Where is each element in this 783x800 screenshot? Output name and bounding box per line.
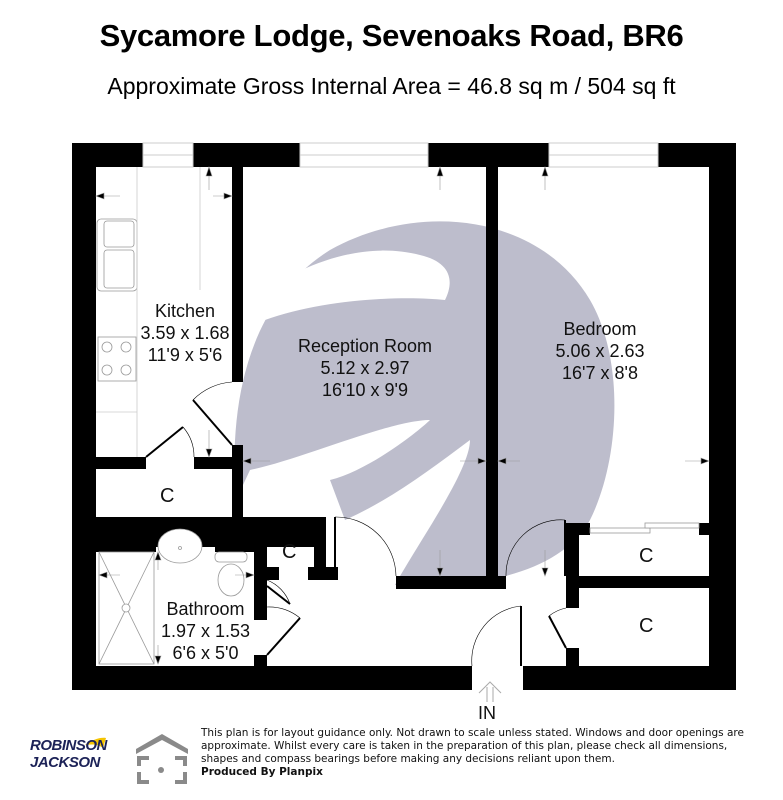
disclaimer: This plan is for layout guidance only. N… <box>201 727 761 779</box>
room-imperial: 6'6 x 5'0 <box>172 643 239 663</box>
windows <box>142 142 659 168</box>
room-label-bathroom: Bathroom 1.97 x 1.53 6'6 x 5'0 <box>148 598 263 664</box>
area-subtitle: Approximate Gross Internal Area = 46.8 s… <box>107 73 676 99</box>
interior-walls <box>96 167 709 666</box>
page-title: Sycamore Lodge, Sevenoaks Road, BR6 <box>99 18 684 53</box>
cupboard-label: C <box>160 485 175 507</box>
room-metric: 5.12 x 2.97 <box>320 358 410 378</box>
cupboard-label: C <box>639 545 654 567</box>
robinson-jackson-logo: ROBINSON JACKSON <box>30 737 120 771</box>
planpix-logo-icon <box>136 734 188 784</box>
room-imperial: 16'10 x 9'9 <box>322 380 408 400</box>
cupboard-label: C <box>282 541 297 563</box>
hob-icon <box>97 336 137 382</box>
swoosh-icon <box>85 737 106 748</box>
toilet-icon <box>214 551 248 597</box>
doors <box>145 381 567 667</box>
shower-tray-icon <box>98 551 155 665</box>
room-name: Reception Room <box>297 336 433 356</box>
room-label-reception: Reception Room 5.12 x 2.97 16'10 x 9'9 <box>270 335 460 401</box>
disclaimer-text: This plan is for layout guidance only. N… <box>201 727 744 765</box>
room-metric: 5.06 x 2.63 <box>555 341 645 361</box>
room-metric: 1.97 x 1.53 <box>160 621 251 641</box>
room-name: Kitchen <box>154 301 216 321</box>
outer-walls <box>72 143 736 690</box>
room-metric: 3.59 x 1.68 <box>140 323 230 343</box>
logo-line-2: JACKSON <box>30 754 100 771</box>
kitchen-sink-icon <box>96 218 138 292</box>
entrance-label: IN <box>478 703 496 723</box>
room-imperial: 11'9 x 5'6 <box>147 345 223 365</box>
producer-credit: Produced By Planpix <box>201 766 323 778</box>
cupboard-label: C <box>639 615 654 637</box>
dimension-arrows <box>95 166 710 665</box>
watermark-swallow-icon <box>234 221 615 586</box>
arrow-up-outline-icon <box>478 681 502 702</box>
logo-line-1: ROBINSON <box>30 737 107 754</box>
room-name: Bathroom <box>166 599 245 619</box>
room-imperial: 16'7 x 8'8 <box>562 363 638 383</box>
room-name: Bedroom <box>563 319 637 339</box>
room-label-kitchen: Kitchen 3.59 x 1.68 11'9 x 5'6 <box>125 300 245 366</box>
basin-icon <box>157 528 203 564</box>
room-label-bedroom: Bedroom 5.06 x 2.63 16'7 x 8'8 <box>540 318 660 384</box>
